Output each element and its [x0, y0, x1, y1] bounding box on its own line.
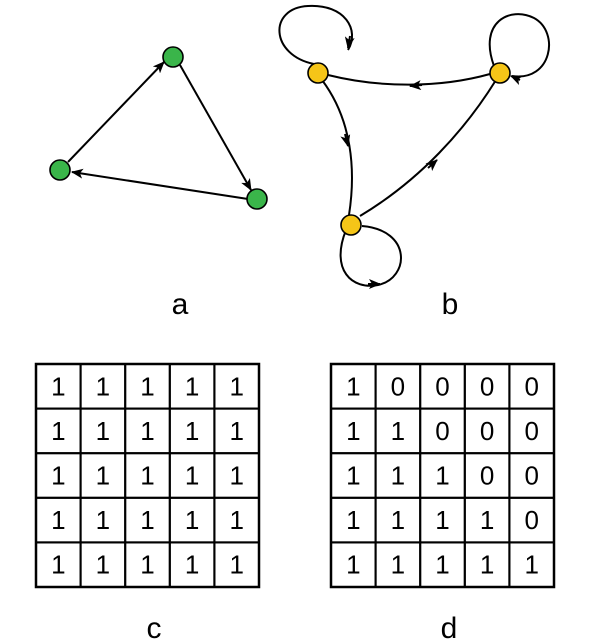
matrix-d-value: 1 [391, 416, 405, 446]
matrix-d-value: 1 [346, 371, 360, 401]
matrix-d-value: 1 [435, 550, 449, 580]
matrix-c-value: 1 [96, 505, 110, 535]
matrix-d-value: 0 [435, 371, 449, 401]
matrix-c-value: 1 [185, 461, 199, 491]
node-b-bottom [340, 214, 362, 236]
edge-a-right-to-left [71, 168, 249, 200]
matrix-d-value: 0 [480, 461, 494, 491]
matrix-c-value: 1 [51, 550, 65, 580]
node-a-top [162, 46, 184, 68]
matrix-c-value: 1 [229, 550, 243, 580]
matrix-d-value: 1 [391, 550, 405, 580]
graph-b [278, 4, 550, 289]
matrix-c-value: 1 [51, 505, 65, 535]
matrix-c-value: 1 [51, 416, 65, 446]
edge-b-right-to-left-arrow [409, 80, 423, 91]
matrix-c-cell [213, 541, 260, 589]
matrix-d-cell [508, 541, 555, 589]
edge-a-left-to-top [67, 61, 165, 163]
matrix-d-value: 0 [480, 371, 494, 401]
matrix-d-value: 1 [346, 550, 360, 580]
self-loop-b-top-right-arrow [510, 75, 524, 86]
edge-a-top-to-right [179, 64, 252, 191]
edge-b-right-to-left [327, 73, 491, 86]
panel-label-c: c [147, 612, 162, 644]
matrix-d-value: 1 [435, 461, 449, 491]
panel-label-d: d [441, 612, 458, 644]
matrix-d-value: 1 [346, 416, 360, 446]
self-loop-b-top-left-arrow [344, 35, 355, 49]
panel-label-a: a [172, 288, 189, 321]
node-b-top-right [489, 62, 511, 84]
edge-b-left-to-bottom-arrow [340, 133, 351, 147]
matrix-c-value: 1 [185, 505, 199, 535]
node-a-left [49, 159, 71, 181]
matrix-c-value: 1 [229, 371, 243, 401]
matrix-c-value: 1 [51, 461, 65, 491]
matrix-c-value: 1 [140, 371, 154, 401]
matrix-c-value: 1 [229, 416, 243, 446]
matrix-d-value: 1 [435, 505, 449, 535]
node-b-top-left [307, 62, 329, 84]
panel-label-b: b [442, 288, 459, 321]
matrix-d-value: 1 [480, 505, 494, 535]
matrix-d-value: 1 [391, 505, 405, 535]
matrix-d-value: 0 [524, 371, 538, 401]
graph-a [49, 46, 268, 210]
matrix-c-value: 1 [185, 416, 199, 446]
matrix-c-value: 1 [96, 371, 110, 401]
matrix-d-value: 1 [524, 550, 538, 580]
matrix-d-value: 1 [391, 461, 405, 491]
self-loop-b-top-left [278, 4, 353, 65]
matrix-d-value: 1 [346, 505, 360, 535]
matrix-d-value: 0 [524, 416, 538, 446]
matrix-c-value: 1 [229, 461, 243, 491]
matrix-c-value: 1 [140, 505, 154, 535]
matrix-c-value: 1 [96, 416, 110, 446]
node-a-right [246, 188, 268, 210]
matrix-d-value: 1 [346, 461, 360, 491]
self-loop-b-top-right [488, 13, 550, 78]
matrix-c-value: 1 [96, 550, 110, 580]
edge-b-left-to-bottom [321, 79, 353, 216]
matrix-d-value: 1 [480, 550, 494, 580]
matrix-d-value: 0 [435, 416, 449, 446]
matrix-c-value: 1 [140, 550, 154, 580]
matrix-c-value: 1 [229, 505, 243, 535]
edge-b-bottom-to-right-arrow [425, 159, 438, 172]
matrix-c-value: 1 [185, 371, 199, 401]
matrix-d-value: 0 [524, 505, 538, 535]
matrix-d-value: 0 [391, 371, 405, 401]
edge-b-bottom-to-right [359, 79, 497, 217]
matrix-c-value: 1 [96, 461, 110, 491]
matrix-d-value: 0 [480, 416, 494, 446]
matrix-c-value: 1 [140, 461, 154, 491]
matrix-c-value: 1 [140, 416, 154, 446]
matrix-d-value: 0 [524, 461, 538, 491]
matrix-c-value: 1 [185, 550, 199, 580]
matrix-c-value: 1 [51, 371, 65, 401]
